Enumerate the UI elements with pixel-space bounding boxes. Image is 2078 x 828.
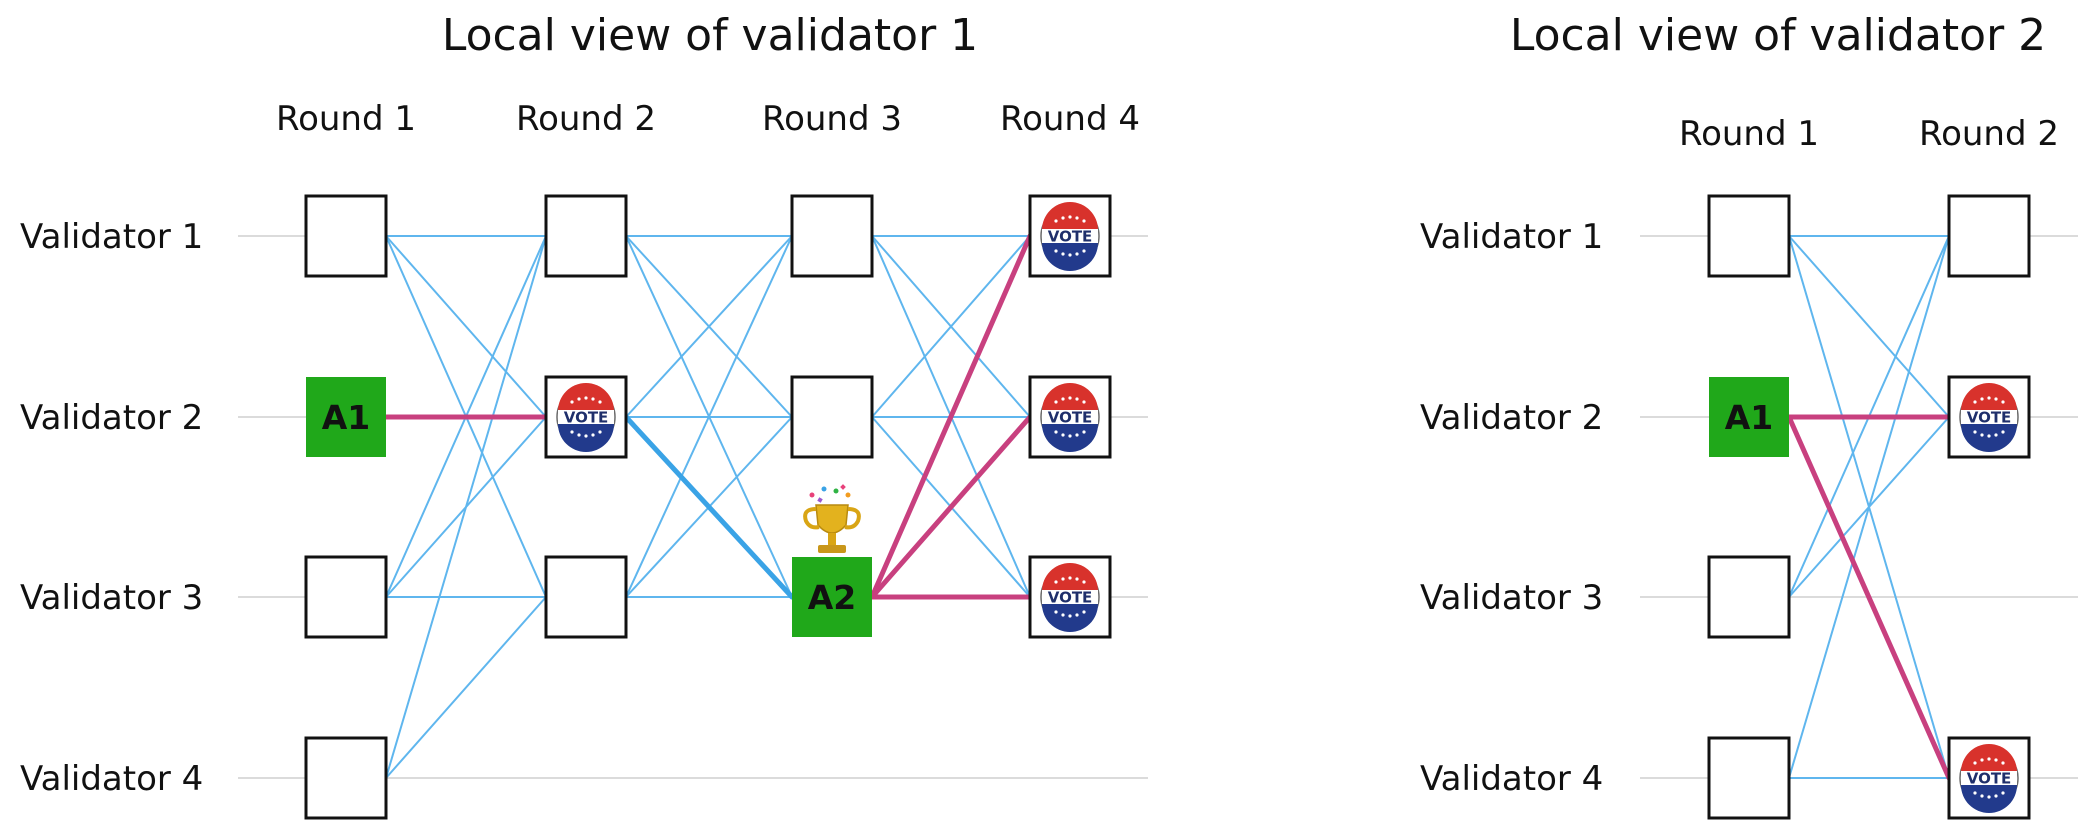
vote-badge-icon xyxy=(1040,562,1100,633)
support-edge xyxy=(869,414,1033,600)
reference-edge xyxy=(1788,235,1950,779)
validator-label: Validator 4 xyxy=(20,759,203,799)
round-label: Round 3 xyxy=(762,99,902,139)
trophy-icon xyxy=(803,482,861,555)
validator-label: Validator 2 xyxy=(20,398,203,438)
block xyxy=(1707,736,1791,820)
reference-edge xyxy=(625,235,793,598)
block xyxy=(544,555,628,639)
round-label: Round 2 xyxy=(1919,114,2059,154)
strong-reference-edge xyxy=(623,414,795,600)
support-edge xyxy=(1786,414,1952,781)
block xyxy=(790,194,874,278)
reference-edge xyxy=(1788,235,1950,418)
reference-edge xyxy=(385,235,547,779)
validator-label: Validator 1 xyxy=(20,217,203,257)
reference-edge xyxy=(625,235,793,418)
anchor-label: A1 xyxy=(322,398,371,437)
validator-label: Validator 2 xyxy=(1420,398,1603,438)
validator-label: Validator 4 xyxy=(1420,759,1603,799)
anchor-label: A1 xyxy=(1725,398,1774,437)
round-label: Round 1 xyxy=(276,99,416,139)
block xyxy=(544,194,628,278)
anchor-label: A2 xyxy=(808,578,857,617)
block xyxy=(1947,194,2031,278)
view-title: Local view of validator 1 xyxy=(442,10,978,61)
vote-badge-icon xyxy=(556,382,616,453)
validator-label: Validator 3 xyxy=(20,578,203,618)
anchor-block xyxy=(1709,377,1789,457)
validator-label: Validator 1 xyxy=(1420,217,1603,257)
block xyxy=(304,555,388,639)
block xyxy=(304,736,388,820)
support-edge xyxy=(869,233,1033,600)
round-label: Round 1 xyxy=(1679,114,1819,154)
block xyxy=(1707,555,1791,639)
validator-label: Validator 3 xyxy=(1420,578,1603,618)
round-label: Round 4 xyxy=(1000,99,1140,139)
validator-2-view: Local view of validator 2 Round 1 Round 2 V… xyxy=(1420,10,2078,820)
reference-edge xyxy=(385,235,547,418)
round-label: Round 2 xyxy=(516,99,656,139)
view-title: Local view of validator 2 xyxy=(1510,10,2046,61)
anchor-block xyxy=(792,557,872,637)
reference-edge xyxy=(871,235,1031,418)
block xyxy=(304,194,388,278)
vote-badge-icon xyxy=(1040,382,1100,453)
reference-edge xyxy=(385,596,547,779)
validator-1-view: Local view of validator 1 Round 1 Round 2 R… xyxy=(20,10,1148,820)
vote-badge-icon xyxy=(1959,743,2019,814)
vote-badge-icon xyxy=(1959,382,2019,453)
anchor-block xyxy=(306,377,386,457)
block xyxy=(1707,194,1791,278)
block xyxy=(790,375,874,459)
vote-badge-icon xyxy=(1040,201,1100,272)
